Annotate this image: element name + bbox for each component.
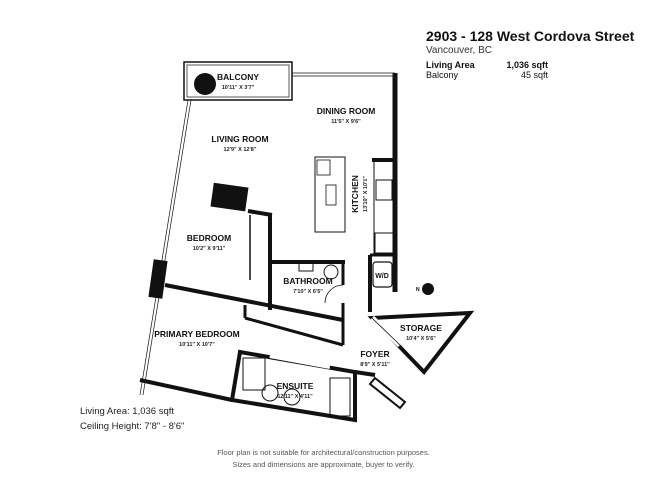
disclaimer-line: Floor plan is not suitable for architect… [217, 448, 430, 457]
disclaimer: Floor plan is not suitable for architect… [0, 447, 647, 471]
city: Vancouver, BC [426, 45, 492, 56]
north-arrow-icon [422, 283, 434, 295]
room-name: BALCONY [217, 72, 259, 82]
door-swing [324, 284, 344, 304]
room-name: DINING ROOM [317, 106, 376, 116]
north-label: N [416, 287, 420, 293]
column [210, 182, 249, 212]
listing-header: 2903 - 128 West Cordova Street Vancouver… [426, 28, 634, 80]
entry-door [368, 376, 407, 410]
kitchen-counter [373, 159, 394, 256]
room-dims: 12'9" X 12'8" [224, 147, 257, 153]
room-name: BEDROOM [187, 233, 231, 243]
planter [194, 73, 216, 95]
area-summary: Living Area 1,036 sqft Balcony 45 sqft [426, 60, 634, 80]
living-area-label: Living Area [426, 60, 475, 70]
room-dims: 11'5" X 9'6" [331, 119, 361, 125]
room-dims: 10'11" X 10'7" [179, 342, 215, 348]
room-dims: 10'4" X 5'6" [406, 336, 436, 342]
disclaimer-line: Sizes and dimensions are approximate, bu… [232, 460, 415, 469]
room-name: FOYER [360, 349, 389, 359]
ceiling-height-note: Ceiling Height: 7'8" - 8'6" [80, 421, 185, 432]
room-name: LIVING ROOM [211, 134, 268, 144]
balcony-outline [183, 61, 293, 101]
room-name: PRIMARY BEDROOM [154, 329, 239, 339]
living-area-value: 1,036 sqft [506, 60, 548, 70]
shower [242, 357, 266, 391]
address-title: 2903 - 128 West Cordova Street [426, 28, 635, 44]
bathtub [329, 377, 351, 417]
room-dims: 8'9" X 5'11" [360, 362, 390, 368]
stove-icon [375, 179, 393, 201]
room-name: BATHROOM [283, 276, 332, 286]
plan-summary: Living Area: 1,036 sqft Ceiling Height: … [80, 404, 184, 434]
room-name: ENSUITE [277, 381, 314, 391]
sink-icon [374, 232, 394, 254]
balcony-label: Balcony [426, 70, 459, 80]
room-dims: 10'11" X 3'7" [222, 85, 255, 91]
room-dims: 13'10" X 10'1" [363, 176, 369, 212]
kitchen-island [314, 156, 346, 233]
living-area-note: Living Area: 1,036 sqft [80, 406, 175, 417]
room-dims: 10'2" X 9'11" [193, 246, 226, 252]
room-name: KITCHEN [350, 175, 360, 213]
room-name: STORAGE [400, 323, 442, 333]
column [148, 259, 168, 299]
room-dims: 12'11" X 4'11" [277, 394, 313, 400]
window-left [139, 99, 189, 396]
balcony-value: 45 sqft [520, 70, 548, 80]
balcony-inner [186, 64, 290, 98]
washer-dryer [372, 261, 393, 288]
wd-label: W/D [375, 273, 389, 280]
room-dims: 7'10" X 6'5" [293, 289, 323, 295]
